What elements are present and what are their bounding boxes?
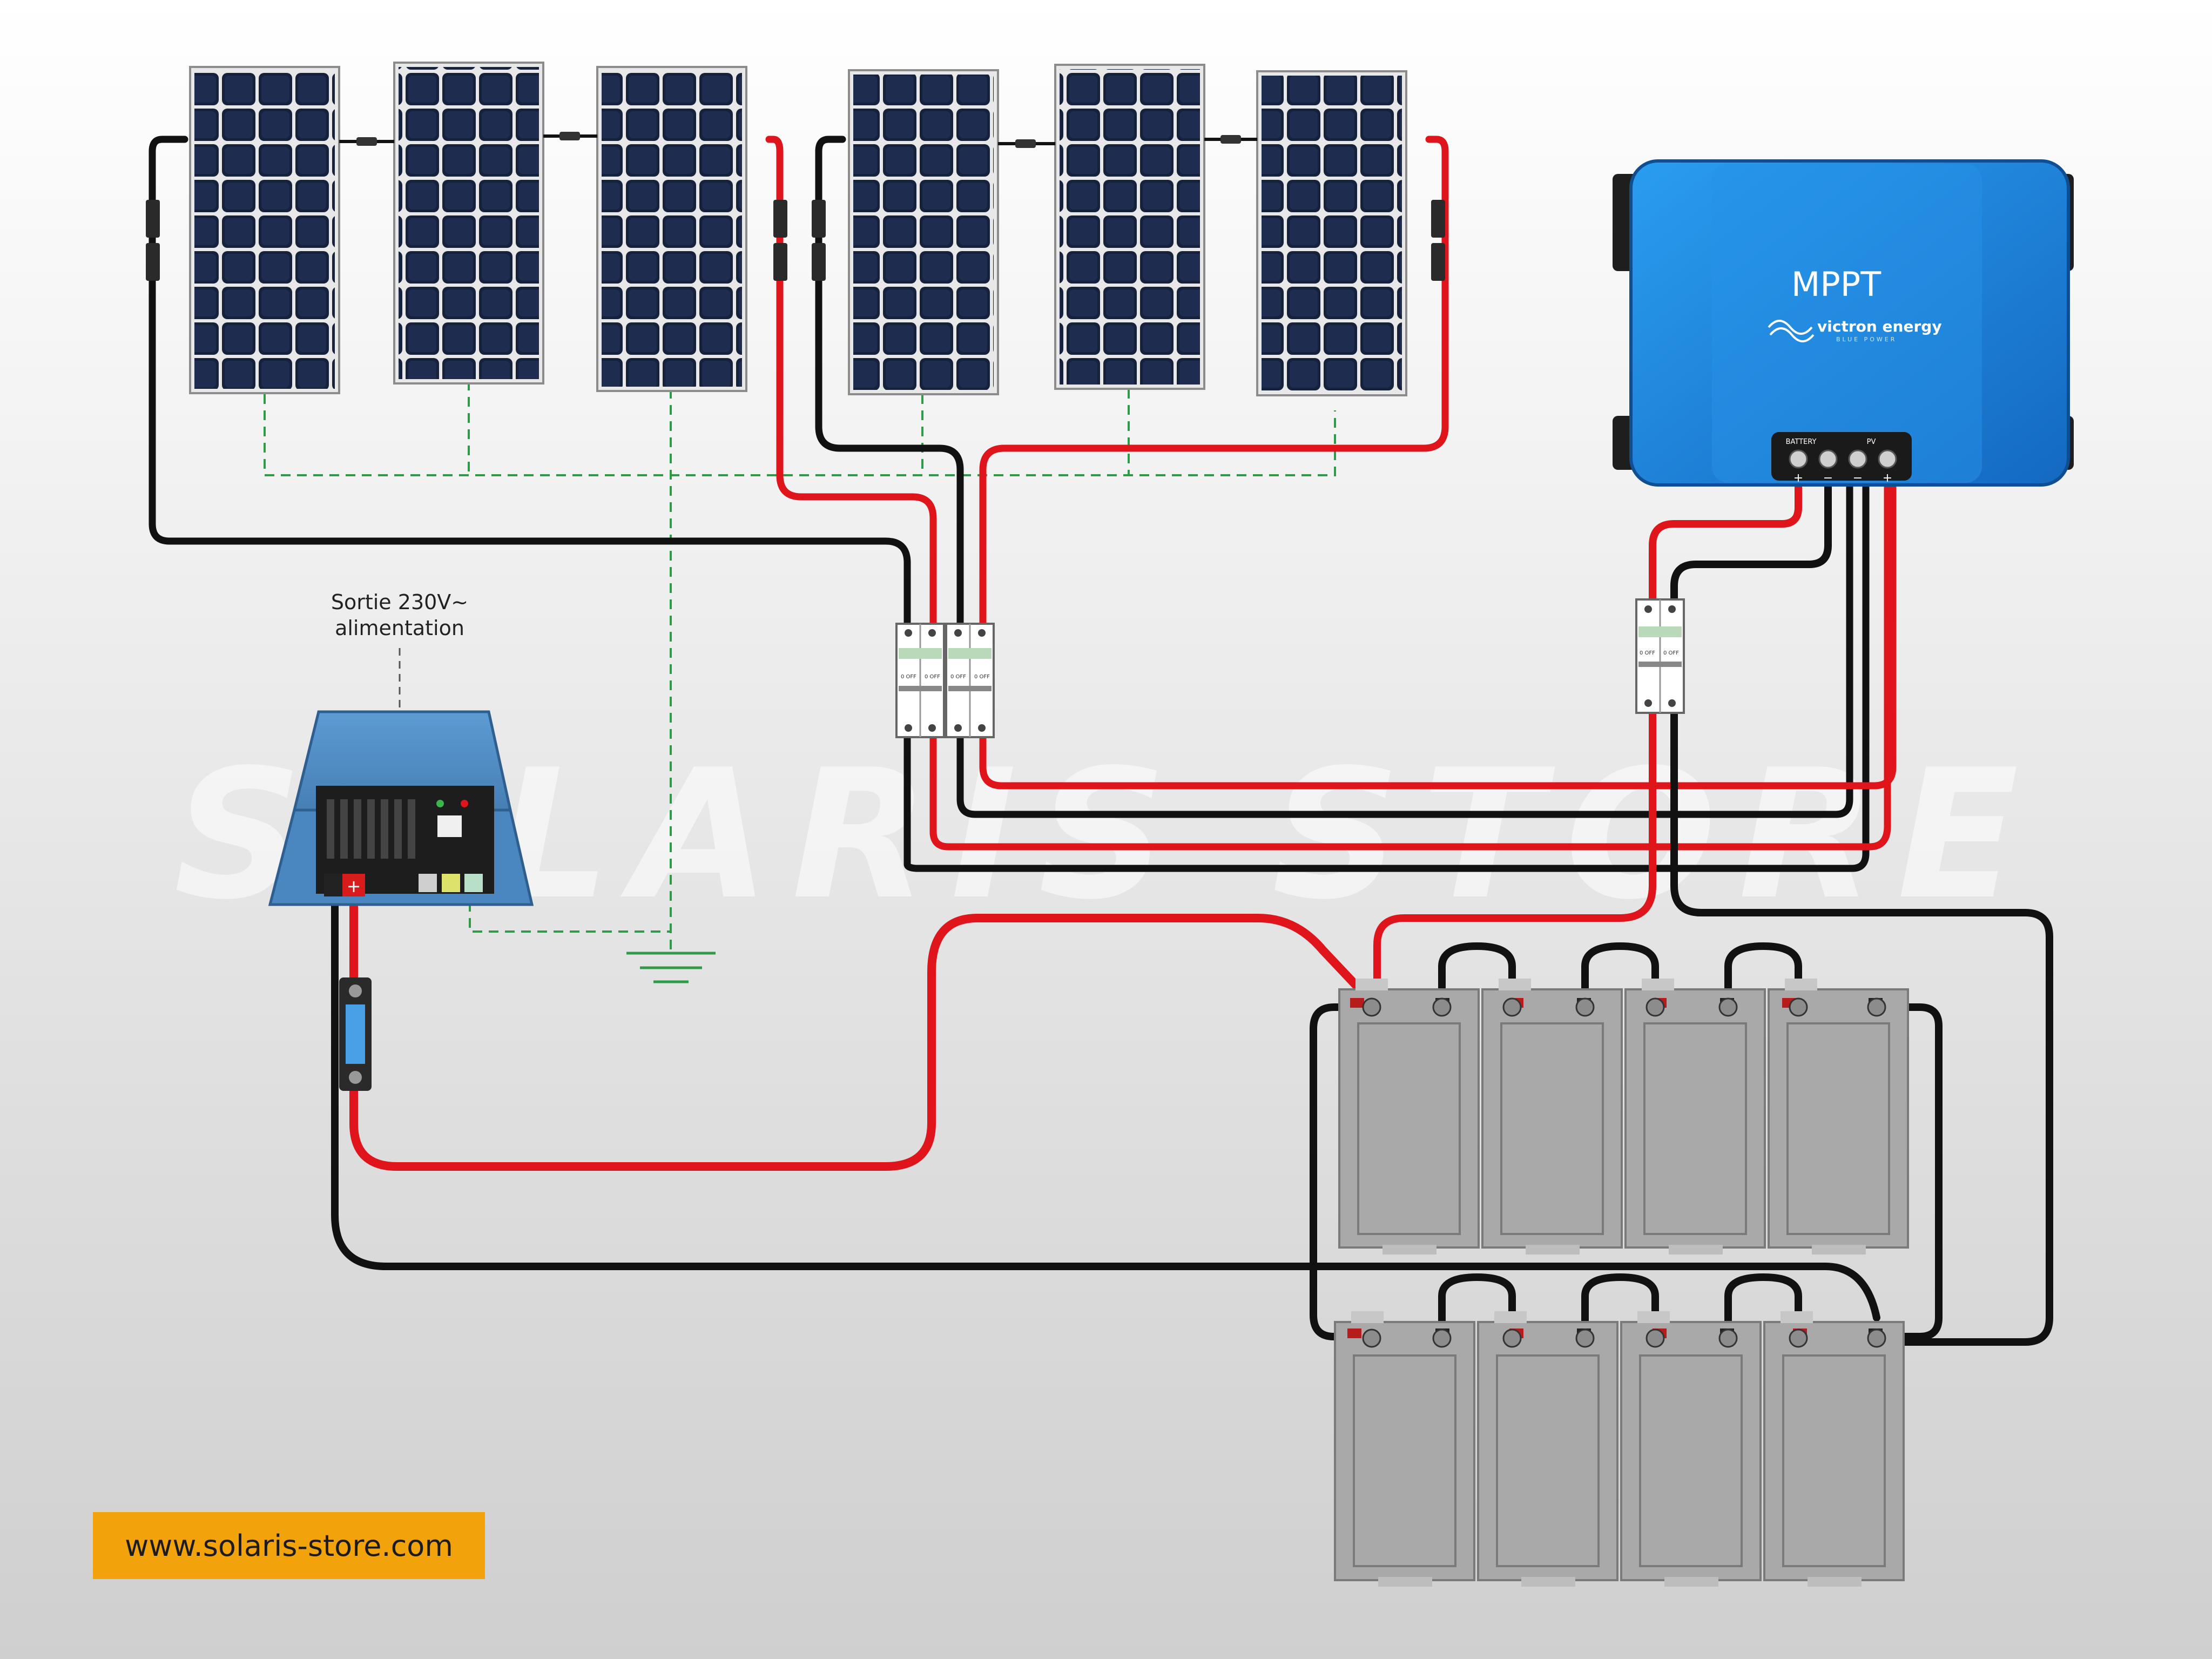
inverter-negative-cable	[331, 882, 1880, 1321]
battery-icon	[1768, 979, 1909, 1255]
mppt-title: MPPT	[1791, 265, 1881, 304]
mppt-pv-minus: −	[1853, 471, 1863, 485]
pv-string-breakers: 0 OFF 0 OFF 0 OFF 0 OFF	[895, 623, 995, 738]
mppt-brand-tagline: BLUE POWER	[1836, 336, 1897, 343]
string2-positive-cable	[979, 136, 1897, 790]
mc4-connector-icon	[773, 243, 787, 281]
mppt-terminal-block	[1771, 432, 1912, 481]
mppt-terminal-screw	[1789, 449, 1808, 469]
breaker-off-label: 0 OFF	[925, 674, 940, 680]
bank-top-negative-loop	[1310, 1003, 1373, 1340]
string1-negative-cable	[149, 136, 1870, 872]
battery-icon	[1624, 979, 1766, 1255]
mc4-connector-icon	[146, 243, 160, 281]
mc4-connector-icon	[1015, 139, 1036, 148]
ground-symbol-icon	[626, 952, 716, 983]
fuse-icon	[339, 977, 372, 1091]
inverter: Sortie 230V~ alimentation +	[268, 590, 534, 906]
mppt-terminal-screw	[1818, 449, 1838, 469]
mppt-terminal-pv-label: PV	[1867, 438, 1876, 446]
solar-panel-icon	[1054, 64, 1205, 390]
mc4-connector-icon	[812, 200, 826, 238]
breaker-off-label: 0 OFF	[974, 674, 990, 680]
mppt-battery-negative-cable	[1670, 471, 2053, 1346]
solar-panels	[189, 62, 1407, 396]
mppt-battery-minus: −	[1823, 471, 1833, 485]
battery-icon	[1763, 1311, 1905, 1587]
breaker-off-label: 0 OFF	[901, 674, 916, 680]
solar-panel-icon	[848, 69, 999, 395]
inverter-positive-terminal	[342, 874, 365, 896]
string1-positive-cable	[765, 136, 1891, 851]
battery-icon	[1334, 1311, 1475, 1587]
mppt-brand: victron energy	[1817, 318, 1942, 335]
inverter-status-led	[436, 800, 444, 807]
battery-icon	[1338, 979, 1480, 1255]
string2-negative-cable	[815, 136, 1853, 818]
mppt-controller: MPPT victron energy BLUE POWER BATTERY P…	[1613, 159, 2074, 487]
mppt-terminal-screw	[1848, 449, 1867, 469]
mc4-connector-icon	[812, 243, 826, 281]
battery-terminals	[1347, 997, 1886, 1348]
solar-panel-icon	[596, 66, 747, 392]
mppt-terminal-battery-label: BATTERY	[1786, 438, 1817, 446]
solar-panel-icon	[189, 66, 340, 394]
battery-icon	[1477, 1311, 1618, 1587]
website-url-text: www.solaris-store.com	[125, 1528, 453, 1563]
inverter-positive-cable	[349, 881, 1373, 1171]
mppt-pv-plus: +	[1883, 471, 1892, 485]
mc4-connector-icon	[1220, 135, 1241, 144]
solar-panel-icon	[393, 62, 544, 385]
mc4-connector-icon	[146, 200, 160, 238]
breaker-icon: 0 OFF 0 OFF	[895, 623, 945, 738]
battery-icon	[1481, 979, 1623, 1255]
solar-panel-icon	[1256, 70, 1407, 396]
victron-logo-icon	[1768, 320, 1815, 342]
mc4-connector-icon	[356, 137, 377, 146]
mc4-connector-icon	[1431, 243, 1445, 281]
breaker-icon: 0 OFF 0 OFF	[945, 623, 995, 738]
mc4-connector-icon	[559, 132, 580, 140]
battery-bank	[1334, 979, 1909, 1587]
breaker-off-label: 0 OFF	[950, 674, 966, 680]
breaker-off-label: 0 OFF	[1663, 650, 1679, 656]
inverter-positive-symbol: +	[347, 876, 361, 896]
inverter-output-label-line2: alimentation	[335, 616, 464, 640]
mppt-battery-positive-cable	[1373, 471, 1802, 1003]
mc4-connector-icon	[1431, 200, 1445, 238]
breaker-off-label: 0 OFF	[1640, 650, 1655, 656]
website-url-box[interactable]: www.solaris-store.com	[93, 1512, 485, 1579]
inverter-ac-outlet	[437, 815, 462, 837]
battery-icon	[1620, 1311, 1762, 1587]
inverter-output-label-line1: Sortie 230V~	[331, 590, 468, 614]
inverter-alarm-led	[461, 800, 468, 807]
mc4-connector-icon	[773, 200, 787, 238]
breaker-icon: 0 OFF 0 OFF	[1635, 598, 1685, 714]
mppt-battery-plus: +	[1793, 471, 1803, 485]
ground-wires	[264, 381, 1336, 950]
bank-bottom-positive-loop	[1873, 1003, 1943, 1340]
battery-breaker: 0 OFF 0 OFF	[1635, 598, 1685, 714]
mppt-terminal-screw	[1878, 449, 1897, 469]
cables	[149, 136, 2053, 1346]
